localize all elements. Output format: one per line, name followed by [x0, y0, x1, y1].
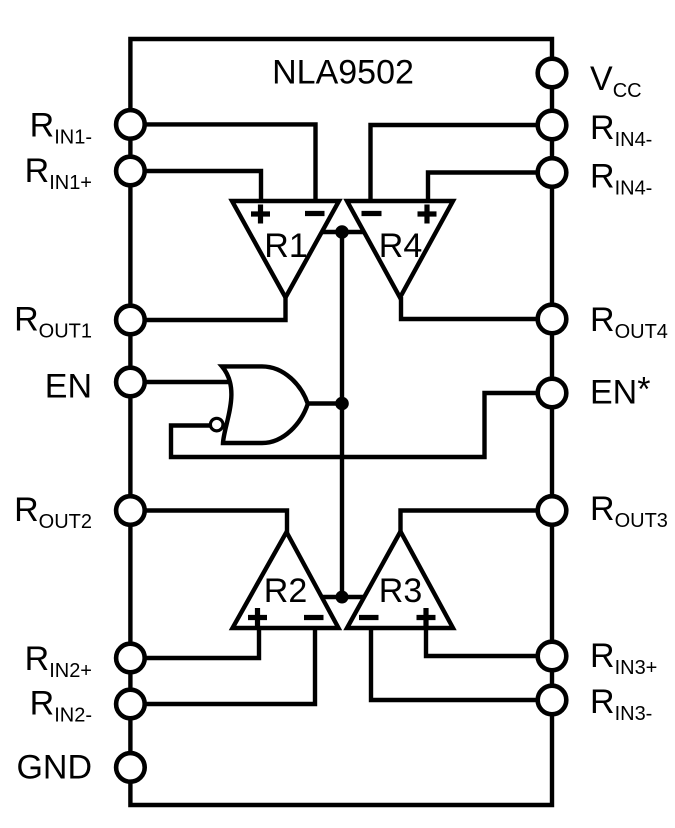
svg-text:NLA9502: NLA9502	[272, 54, 414, 92]
svg-text:ROUT2: ROUT2	[14, 491, 92, 533]
svg-text:R4: R4	[379, 227, 422, 265]
svg-text:ROUT1: ROUT1	[14, 301, 92, 343]
svg-text:ROUT4: ROUT4	[590, 301, 668, 343]
svg-text:GND: GND	[16, 749, 92, 787]
svg-text:RIN4-: RIN4-	[590, 158, 652, 200]
svg-text:RIN2-: RIN2-	[30, 685, 92, 727]
svg-text:RIN4-: RIN4-	[590, 109, 652, 151]
svg-text:EN*: EN*	[590, 371, 650, 412]
svg-text:RIN1-: RIN1-	[30, 106, 92, 148]
svg-text:EN: EN	[45, 368, 92, 406]
svg-text:RIN3-: RIN3-	[590, 683, 652, 725]
svg-text:R3: R3	[379, 572, 422, 610]
svg-text:RIN3+: RIN3+	[590, 637, 657, 679]
svg-text:RIN2+: RIN2+	[25, 640, 92, 682]
svg-text:ROUT3: ROUT3	[590, 490, 668, 532]
svg-text:VCC: VCC	[590, 60, 642, 102]
svg-text:R2: R2	[264, 572, 307, 610]
svg-text:R1: R1	[264, 227, 307, 265]
svg-text:RIN1+: RIN1+	[25, 152, 92, 194]
